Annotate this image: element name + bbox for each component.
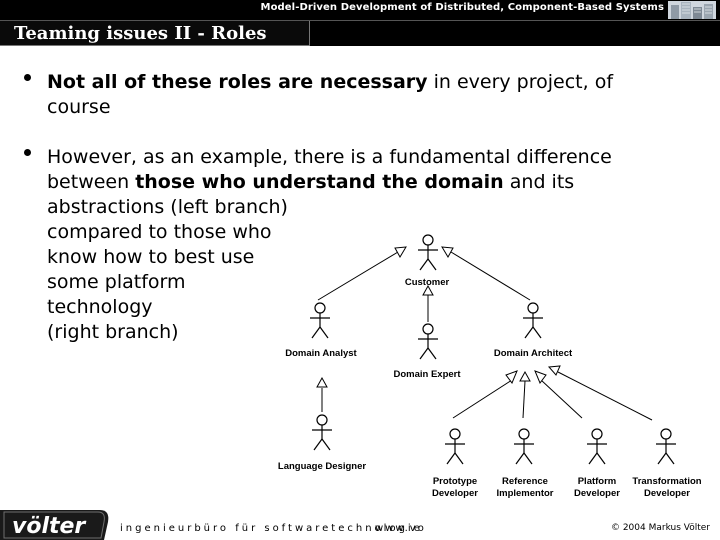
architect-arrow-2: [519, 371, 531, 382]
transformation-developer-label-2: Developer: [644, 488, 690, 499]
customer-actor-icon: [417, 234, 439, 271]
title-box: Teaming issues II - Roles: [0, 21, 310, 46]
bullet-2-line2-pre: between: [47, 171, 136, 193]
slide-title: Teaming issues II - Roles: [14, 23, 267, 44]
domain-architect-label: Domain Architect: [494, 348, 573, 359]
footer-tagline: ingenieurbüro für softwaretechnologie: [120, 523, 423, 534]
bullet-2-line5: know how to best use: [47, 246, 255, 268]
bullet-2-line3: abstractions (left branch): [47, 196, 288, 218]
transformation-developer-actor-icon: [655, 428, 677, 465]
customer-label: Customer: [405, 277, 450, 288]
bullet-1-bold: Not all of these roles are necessary: [47, 71, 428, 93]
analyst-arrow: [316, 377, 328, 388]
reference-implementor-label-1: Reference: [502, 476, 548, 487]
prototype-developer-label-1: Prototype: [433, 476, 477, 487]
architect-arrow-1: [505, 370, 518, 384]
bullet-2-line6: some platform: [47, 271, 186, 293]
bullet-2-line8: (right branch): [47, 321, 179, 343]
presentation-title: Model-Driven Development of Distributed,…: [260, 2, 664, 13]
bullet-2-bold: those who understand the domain: [135, 171, 504, 193]
architect-arrow-3: [534, 370, 547, 384]
footer-url[interactable]: www.vo: [375, 523, 426, 534]
bullet-2-line1: However, as an example, there is a funda…: [47, 146, 612, 168]
reference-implementor-label-2: Implementor: [496, 488, 553, 499]
domain-analyst-label: Domain Analyst: [285, 348, 357, 359]
domain-architect-actor-icon: [522, 302, 544, 339]
language-designer-label: Language Designer: [278, 461, 366, 472]
header-bar: Model-Driven Development of Distributed,…: [0, 0, 720, 20]
footer-copyright: © 2004 Markus Völter: [610, 523, 710, 533]
bullet-2-line7: technology: [47, 296, 153, 318]
bullet-2-line4: compared to those who: [47, 221, 272, 243]
architect-arrow-4: [547, 365, 561, 376]
reference-implementor-actor-icon: [513, 428, 535, 465]
domain-analyst-actor-icon: [309, 302, 331, 339]
bullet-1: Not all of these roles are necessary in …: [47, 70, 613, 120]
prototype-developer-label-2: Developer: [432, 488, 478, 499]
customer-arrow-left: [394, 246, 407, 258]
bullet-2: However, as an example, there is a funda…: [47, 145, 612, 345]
platform-developer-label-2: Developer: [574, 488, 620, 499]
bullet-dot: [24, 149, 31, 156]
domain-expert-label: Domain Expert: [393, 369, 461, 380]
language-designer-actor-icon: [311, 414, 333, 451]
generalization-lines: [317, 251, 653, 421]
building-logo-icon: [668, 1, 716, 19]
customer-arrow-right: [441, 246, 454, 258]
bullet-dot: [24, 74, 31, 81]
voelter-logo-text: völter: [12, 514, 86, 539]
platform-developer-actor-icon: [586, 428, 608, 465]
bullet-2-line2-post: and its: [503, 171, 575, 193]
bullet-1-line2: course: [47, 96, 111, 118]
voelter-logo: völter: [0, 500, 112, 540]
bullet-1-rest: in every project, of: [427, 71, 614, 93]
platform-developer-label-1: Platform: [578, 476, 617, 487]
prototype-developer-actor-icon: [444, 428, 466, 465]
transformation-developer-label-1: Transformation: [632, 476, 701, 487]
title-bar: Teaming issues II - Roles: [0, 20, 720, 46]
domain-expert-actor-icon: [417, 323, 439, 360]
